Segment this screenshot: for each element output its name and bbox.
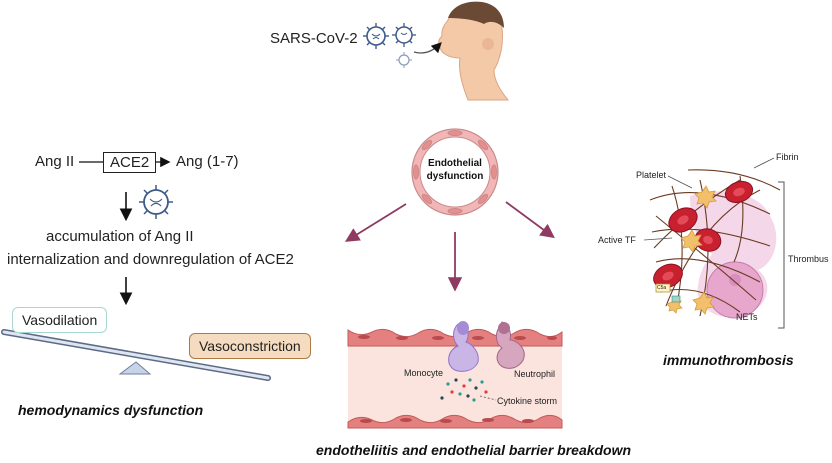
- immunothrombosis-caption: immunothrombosis: [663, 352, 794, 368]
- nets-label: NETs: [736, 312, 758, 322]
- platelet-label: Platelet: [636, 170, 667, 180]
- fibrin-label: Fibrin: [776, 152, 799, 162]
- ang2-label: Ang II: [35, 153, 75, 170]
- virus-icon: [392, 23, 416, 47]
- ace2-box: ACE2: [103, 152, 157, 173]
- thrombus-illustration: [643, 157, 785, 329]
- neutrophil-label: Neutrophil: [514, 369, 556, 379]
- balance-fulcrum: [118, 361, 152, 375]
- vessel-text-2: dysfunction: [426, 171, 484, 182]
- ang17-label: Ang (1-7): [176, 153, 239, 170]
- monocyte-label: Monocyte: [404, 368, 444, 378]
- inhalation-arrow: [413, 42, 442, 54]
- sars-cov-2-label: SARS-CoV-2: [270, 30, 358, 47]
- vessel-ring-icon: [411, 128, 499, 216]
- c5a-label: C5a: [657, 285, 667, 291]
- thrombus-label: Thrombus: [788, 254, 829, 264]
- cytokine-storm-label: Cytokine storm: [497, 396, 558, 406]
- arrow-to-immunothrombosis: [505, 201, 555, 239]
- vessel-text-1: Endothelial: [428, 158, 482, 169]
- virus-icon: [139, 185, 173, 219]
- cytokine-dots: [440, 378, 488, 402]
- hemodynamics-caption: hemodynamics dysfunction: [18, 402, 204, 418]
- monocyte-cell-icon: [448, 321, 479, 372]
- human-head-icon: [438, 1, 510, 101]
- neutrophil-cell-icon: [495, 321, 525, 369]
- vasodilation-label: Vasodilation: [12, 307, 108, 333]
- arrow-to-hemodynamics: [344, 203, 407, 242]
- virus-icon: [396, 52, 412, 68]
- active-tf-label: Active TF: [598, 235, 636, 245]
- endotheliitis-caption: endotheliitis and endothelial barrier br…: [316, 442, 632, 458]
- vasoconstriction-label: Vasoconstriction: [189, 333, 311, 359]
- ras-line-2: internalization and downregulation of AC…: [7, 251, 294, 268]
- ras-line-1: accumulation of Ang II: [46, 228, 194, 245]
- virus-icon: [363, 23, 389, 49]
